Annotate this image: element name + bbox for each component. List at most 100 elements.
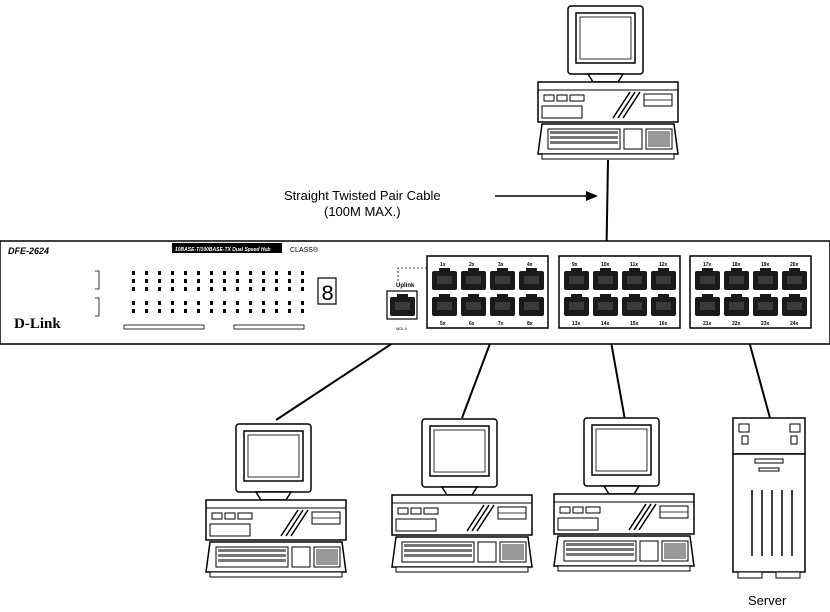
ethernet-port-24x (782, 294, 807, 316)
seven-segment-display (317, 277, 337, 305)
status-led (275, 271, 278, 275)
status-led (275, 301, 278, 305)
led-group-bracket (95, 270, 100, 290)
status-led (171, 309, 174, 313)
ethernet-port-9x (564, 268, 589, 290)
port-label: 1x (440, 262, 446, 268)
status-led (132, 287, 135, 291)
workstation-1 (205, 423, 347, 578)
status-led (210, 271, 213, 275)
brand-logo: D-Link (14, 316, 61, 332)
ethernet-port-1x (432, 268, 457, 290)
status-led (262, 287, 265, 291)
status-led (145, 309, 148, 313)
ethernet-port-14x (593, 294, 618, 316)
workstation-2 (391, 418, 533, 573)
status-led (223, 301, 226, 305)
ethernet-port-21x (695, 294, 720, 316)
status-led (197, 287, 200, 291)
port-label: 3x (498, 262, 504, 268)
ethernet-port-17x (695, 268, 720, 290)
status-led (145, 271, 148, 275)
port-label: 24x (790, 321, 799, 327)
ethernet-port-2x (461, 268, 486, 290)
ethernet-port-16x (651, 294, 676, 316)
server-label: Server (748, 593, 787, 608)
ethernet-port-11x (622, 268, 647, 290)
status-led (223, 287, 226, 291)
status-led (132, 301, 135, 305)
status-led (158, 301, 161, 305)
top-workstation (537, 5, 679, 160)
status-led (158, 309, 161, 313)
status-led (236, 309, 239, 313)
port-label: 2x (469, 262, 475, 268)
status-led (210, 287, 213, 291)
port-label: 10x (601, 262, 610, 268)
port-label: 12x (659, 262, 668, 268)
mdi-label: MDI-II (396, 326, 407, 331)
status-led (210, 309, 213, 313)
ethernet-port-4x (519, 268, 544, 290)
status-led (197, 271, 200, 275)
status-led (288, 271, 291, 275)
status-led (249, 309, 252, 313)
status-led (301, 271, 304, 275)
status-led (301, 279, 304, 283)
ethernet-ports: 1x5x2x6x3x7x4x8x9x13x10x14x11x15x12x16x1… (432, 262, 807, 327)
ethernet-port-6x (461, 294, 486, 316)
status-led (197, 301, 200, 305)
status-led (145, 279, 148, 283)
hub-title-badge: 10BASE-T/100BASE-TX Dual Speed Hub (175, 247, 271, 253)
port-label: 14x (601, 321, 610, 327)
status-led (158, 271, 161, 275)
status-led (288, 279, 291, 283)
ethernet-port-3x (490, 268, 515, 290)
utilization-bar (233, 324, 305, 330)
ethernet-port-5x (432, 294, 457, 316)
status-led (249, 287, 252, 291)
port-label: 7x (498, 321, 504, 327)
port-label: 19x (761, 262, 770, 268)
port-label: 4x (527, 262, 533, 268)
server-tower (732, 417, 806, 579)
ethernet-port-18x (724, 268, 749, 290)
hub: DFE-2624 10BASE-T/100BASE-TX Dual Speed … (0, 240, 830, 345)
port-label: 16x (659, 321, 668, 327)
cable-label-line2: (100M MAX.) (324, 204, 401, 219)
status-led (171, 279, 174, 283)
ethernet-port-23x (753, 294, 778, 316)
status-led (236, 271, 239, 275)
port-label: 8x (527, 321, 533, 327)
port-label: 17x (703, 262, 712, 268)
status-led (262, 279, 265, 283)
status-led (132, 279, 135, 283)
status-led (223, 271, 226, 275)
status-led (184, 309, 187, 313)
status-led (132, 271, 135, 275)
ethernet-port-22x (724, 294, 749, 316)
hub-model-label: DFE-2624 (8, 246, 49, 256)
status-led (197, 279, 200, 283)
port-label: 18x (732, 262, 741, 268)
status-led (262, 301, 265, 305)
status-led (223, 279, 226, 283)
uplink-link-line (397, 267, 428, 281)
port-label: 9x (572, 262, 578, 268)
port-label: 22x (732, 321, 741, 327)
status-led (275, 309, 278, 313)
uplink-port (390, 294, 415, 316)
status-led (275, 279, 278, 283)
status-led (184, 287, 187, 291)
ethernet-port-8x (519, 294, 544, 316)
hub-title-badge-bg (172, 243, 282, 253)
status-led (288, 309, 291, 313)
port-label: 15x (630, 321, 639, 327)
status-led (249, 301, 252, 305)
status-led (288, 301, 291, 305)
cable-label-line1: Straight Twisted Pair Cable (284, 188, 441, 203)
status-led (158, 279, 161, 283)
status-led (132, 309, 135, 313)
status-led (236, 301, 239, 305)
